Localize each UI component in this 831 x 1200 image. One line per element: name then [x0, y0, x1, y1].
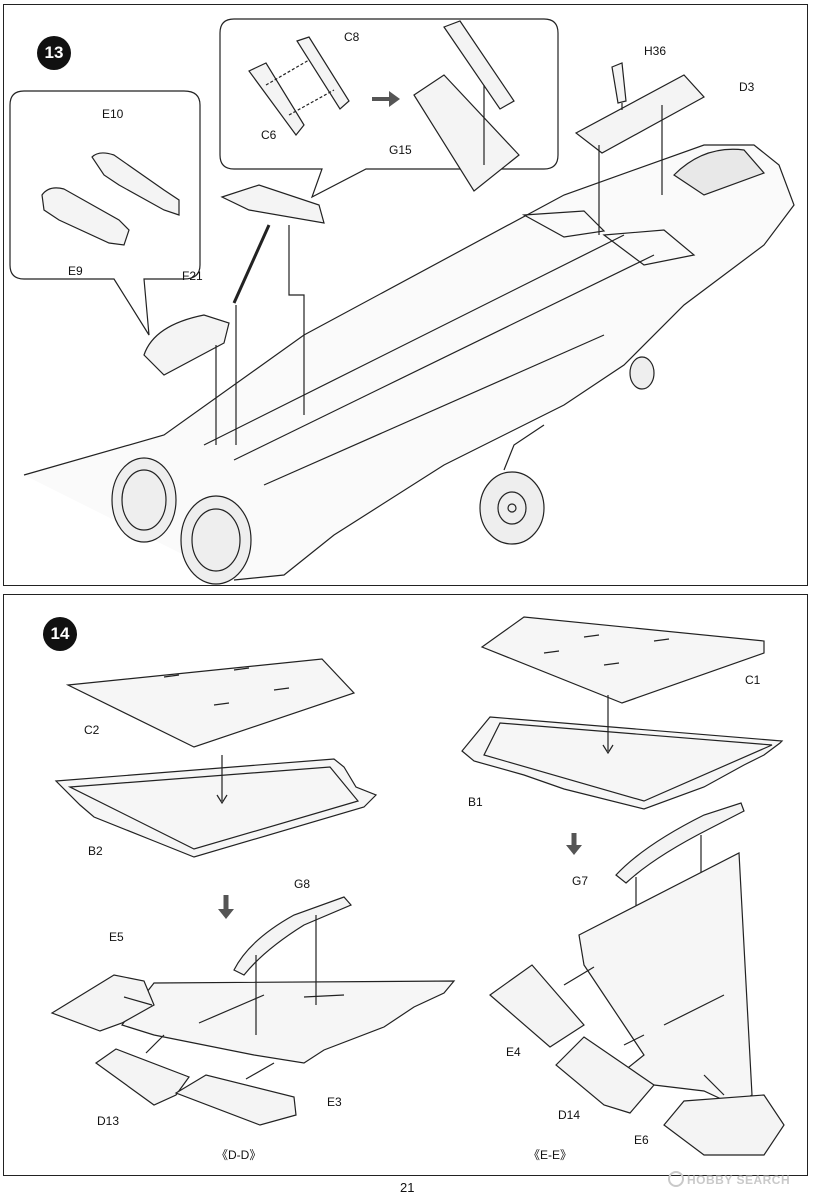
part-label-d14: D14	[558, 1108, 581, 1122]
part-label-b2: B2	[88, 844, 103, 858]
step-13-drawing	[9, 18, 795, 585]
part-label-c2: C2	[84, 723, 100, 737]
part-label-e6: E6	[634, 1133, 649, 1147]
step-number-13: 13	[37, 36, 71, 70]
watermark-logo-icon	[668, 1171, 684, 1187]
watermark-text: HOBBY SEARCH	[687, 1173, 791, 1187]
view-label-d-d: 《D-D》	[216, 1148, 262, 1162]
part-label-f21: F21	[182, 269, 203, 283]
part-label-h36: H36	[644, 44, 667, 58]
part-label-g7: G7	[572, 874, 589, 888]
step-14-panel: 14 C2 B2 C1 B1 G8 E5 E3 D13 G7 E4 D14 E6…	[3, 594, 808, 1176]
part-label-g15: G15	[389, 143, 412, 157]
part-label-g8: G8	[294, 877, 311, 891]
part-label-c6: C6	[261, 128, 277, 142]
part-label-c8: C8	[344, 30, 360, 44]
step-13-panel: 13 E10 E9 C8 C6 G15 H36 D3 F21	[3, 4, 808, 586]
step-number-14: 14	[43, 617, 77, 651]
step-14-drawing	[50, 616, 785, 1156]
page-number: 21	[400, 1180, 415, 1195]
part-label-b1: B1	[468, 795, 483, 809]
part-label-e9: E9	[68, 264, 83, 278]
view-label-e-e: 《E-E》	[528, 1148, 573, 1162]
part-label-c1: C1	[745, 673, 761, 687]
part-label-e4: E4	[506, 1045, 521, 1059]
part-label-e5: E5	[109, 930, 124, 944]
part-label-d3: D3	[739, 80, 755, 94]
part-label-e3: E3	[327, 1095, 342, 1109]
part-label-e10: E10	[102, 107, 124, 121]
watermark: HOBBY SEARCH	[668, 1171, 790, 1187]
part-label-d13: D13	[97, 1114, 120, 1128]
